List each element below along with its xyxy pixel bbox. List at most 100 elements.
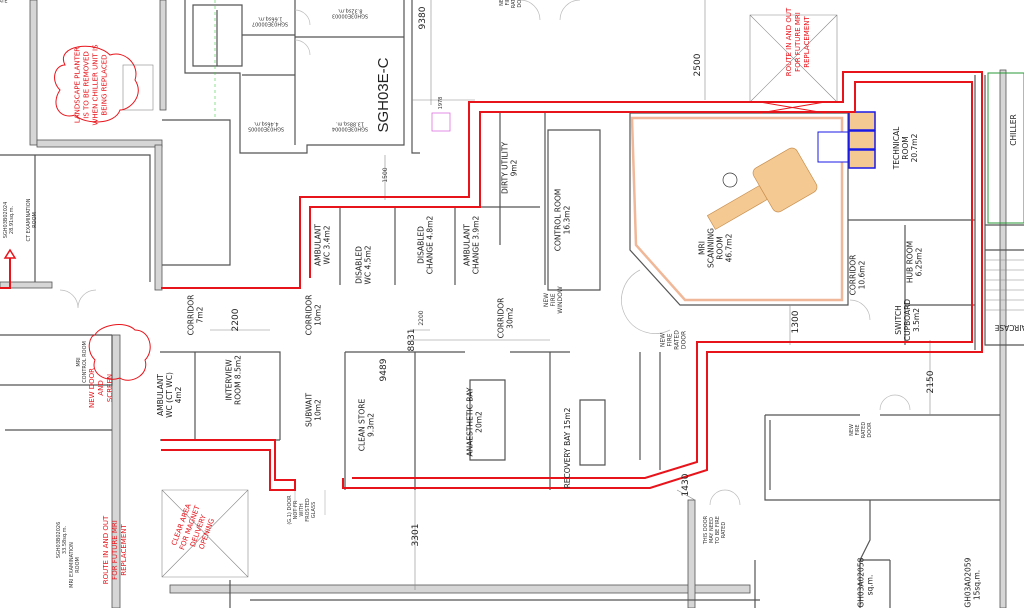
room-label-switch-cupboard: SWITCHCUPBOARD3.5m2 [894,299,921,341]
label-line: NEW [849,424,855,436]
label-line: MRI [76,357,82,366]
label-line: SGH03B02026 [56,522,62,559]
label-line: SUBWAIT [305,393,314,427]
dim-1430: 1430 [681,473,691,496]
label-line: SCANNING [707,228,716,268]
label-line: FROSTED [305,498,311,522]
label-line: HUB ROOM [906,241,915,283]
equipment-cabinets: FILTERPLATE [0,0,876,169]
room-label-e00005: SGH03E000054.46sq.m. [248,121,284,132]
note-new-door-screen: NEW DOORANDSCREEN [88,368,114,408]
label-line: CUPBOARD [903,299,912,341]
label-line: FOR FUTURE MRI [111,520,119,580]
label-line: ROOM [716,236,725,260]
label-line: WC 3.4m2 [323,225,332,264]
room-label-e00004: SGH03E0000413.88sq.m. [332,121,368,132]
note-route-top: ROUTE IN AND OUTFOR FUTURE MRIREPLACEMEN… [785,7,811,76]
dimensions: 9380 1978 1500 2500 2200 2200 8831 9489 … [231,6,936,546]
note-new-fire-rated-door-top: NEWFIRERATEDDOOR [499,0,523,8]
room-label-ambulant-wc: AMBULANTWC 3.4m2 [314,224,332,266]
room-label-technical: TECHNICALROOM20.7m2 [892,126,919,170]
label-line: AND [97,380,105,395]
room-label-mri-control: MRICONTROL ROOM [76,341,88,383]
label-line: SCREEN [106,374,114,402]
room-label-mri-scanning: MRISCANNINGROOM46.7m2 [698,228,734,268]
room-label-ct-exam-name: CT EXAMINATIONROOM [26,198,38,241]
room-label-clean-store: CLEAN STORE9.3m2 [358,399,376,452]
label-line: (G.1) DOOR [287,495,293,525]
label-line: MRI [698,241,707,255]
dim-8831: 8831 [407,329,417,352]
label-line: DISABLED [417,226,426,264]
label-line: RATED [674,330,681,350]
label-line: NEW [660,333,667,347]
label-line: 30m2 [506,307,515,329]
notes: NEWFIREWINDOW NEWFIRERATEDDOOR NEWFIRERA… [287,0,873,545]
room-label-ambulant-change: AMBULANTCHANGE 3.9m2 [463,215,481,274]
filter-plate-label: FILTERPLATE [0,0,9,5]
label-line: CONTROL ROOM [82,341,88,383]
dim-2200-b: 2200 [418,310,425,325]
label-line: NEW [543,293,550,307]
label-line: 20m2 [475,411,484,433]
label-line: SGH03A02058 [857,557,866,608]
note-this-door: THIS DOORMAY NEEDTO BE FIRERATED [703,515,727,545]
label-line: WC 4.5m2 [364,245,373,284]
dim-3301: 3301 [411,524,421,547]
label-line: 6.25m2 [915,247,924,276]
note-new-fire-rated-door-1: NEWFIRERATEDDOOR [660,330,688,350]
label-line: 4m2 [174,386,183,403]
label-line: 46.7m2 [725,233,734,262]
room-label-hub: HUB ROOM6.25m2 [906,241,924,283]
label-line: REPLACEMENT [120,524,128,576]
dim-2150: 2150 [926,370,936,393]
label-line: RATED [861,422,867,439]
note-new-fire-window: NEWFIREWINDOW [543,286,564,314]
room-label-ct-exam: SGH03B0202428.91sq.m. [3,202,15,239]
room-label-ambulant-ct-wc: AMBULANTWC (CT WC)4m2 [156,372,183,418]
label-line: CLEAN STORE [358,399,367,452]
label-line: FIRE [855,425,861,436]
room-label-a02059: SGH03A0205915sq.m. [964,557,982,608]
room-labels: SGH03E000038.32sq.m. SGH03E000071.66sq.m… [3,8,1024,608]
label-line: CHANGE 4.8m2 [426,215,435,274]
label-line: 10m2 [314,304,323,326]
room-label-disabled-wc: DISABLEDWC 4.5m2 [355,245,373,284]
label-line: 28.91sq.m. [9,206,15,235]
label-line: SGH03A02059 [964,557,973,608]
label-line: ANAESTHETIC BAY [466,387,475,456]
label-line: CHILLER [1009,114,1018,145]
label-line: 4.46sq.m. [253,121,278,127]
label-line: REPLACEMENT [803,16,811,68]
label-line: 1.66sq.m. [257,16,282,22]
label-line: RATED [511,0,517,8]
dim-2200-a: 2200 [231,308,241,331]
label-line: ROOM [901,136,910,160]
label-line: STAIRCASE [994,323,1024,332]
label-line: FOR FUTURE MRI [794,12,802,72]
dim-2500: 2500 [693,53,703,76]
room-label-chiller: CHILLER [1009,114,1018,145]
dim-1500: 1500 [382,167,389,182]
label-line: 10m2 [314,399,323,421]
block-label: SGH03E-C [375,57,392,132]
note-g1-door: (G.1) DOORNOT FRWITHFROSTEDGLASS [287,495,317,525]
dim-1978: 1978 [438,97,444,110]
label-line: SGH03E00003 [332,13,368,19]
room-label-corridor-30: CORRIDOR30m2 [497,298,515,339]
label-line: CORRIDOR [305,295,314,336]
label-line: IS TO BE REMOVED [83,51,91,119]
room-label-interview: INTERVIEWROOM 8.5m2 [225,355,243,405]
label-line: SGH03B02024 [3,202,9,239]
room-label-control-room: CONTROL ROOM16.3m2 [554,189,572,252]
label-line: ROUTE IN AND OUT [102,515,110,584]
label-line: NEW [499,0,505,6]
label-line: WC (CT WC) [165,372,174,418]
room-label-mri-exam: SGH03B0202633.58sq.m. [56,522,68,559]
label-line: WITH [299,503,305,516]
label-line: SGH03E00005 [248,126,284,132]
label-line: ROOM [32,212,38,228]
room-label-recovery: RECOVERY BAY 15m2 [563,407,572,488]
